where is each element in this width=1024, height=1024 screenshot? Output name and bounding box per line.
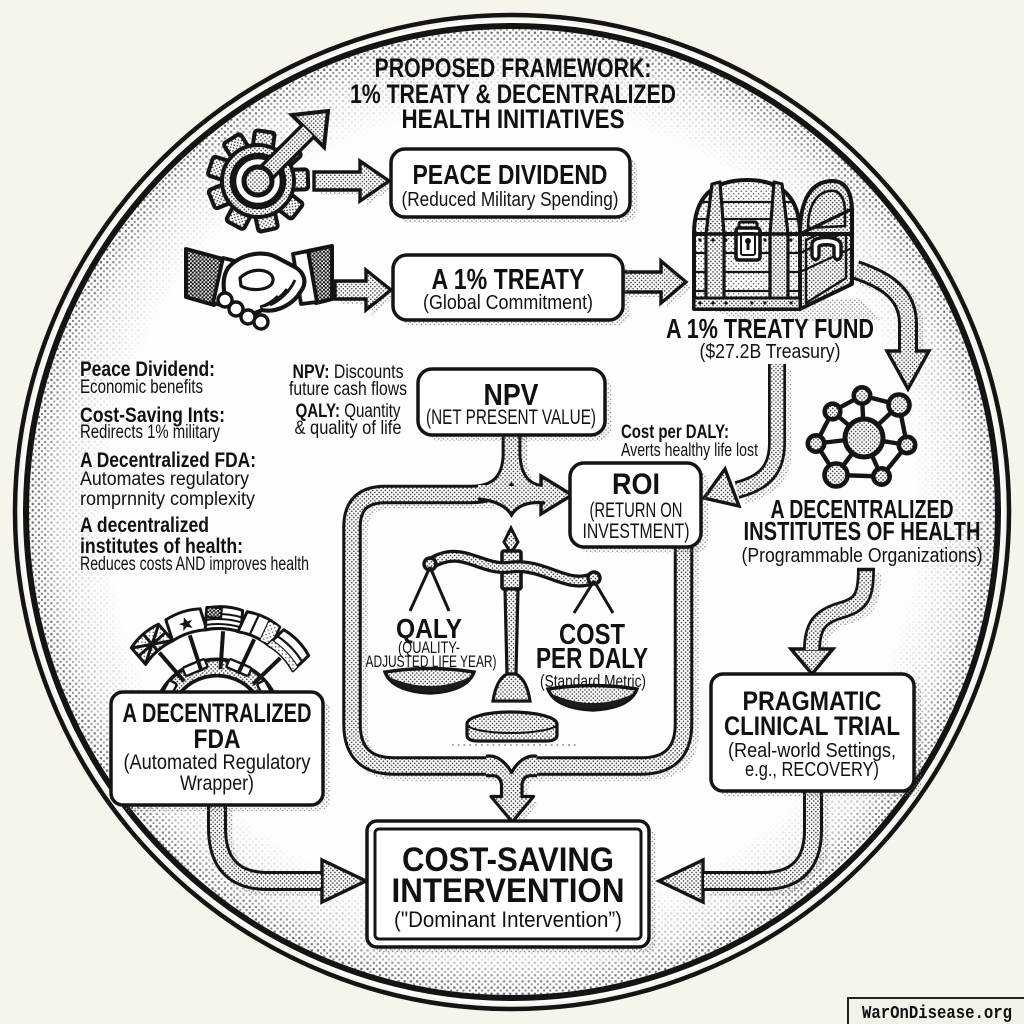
svg-text:WarOnDisease.org: WarOnDisease.org [862, 1004, 1012, 1024]
svg-text:1% TREATY & DECENTRALIZED: 1% TREATY & DECENTRALIZED [350, 79, 676, 109]
svg-text:PER DALY: PER DALY [536, 643, 648, 675]
svg-text:INVESTMENT): INVESTMENT) [583, 520, 690, 543]
svg-text:NPV: Discounts: NPV: Discounts [293, 362, 404, 383]
svg-text:(QUALITY-: (QUALITY- [398, 638, 460, 657]
svg-text:("Dominant Intervention”): ("Dominant Intervention”) [394, 907, 622, 932]
svg-text:(Programmable Organizations): (Programmable Organizations) [742, 545, 983, 567]
svg-text:COST: COST [559, 619, 625, 651]
svg-text:ROI: ROI [612, 468, 660, 501]
svg-text:(Real-world Settings,: (Real-world Settings, [728, 740, 896, 762]
svg-text:(Global Commitment): (Global Commitment) [423, 292, 593, 314]
svg-text:e.g., RECOVERY): e.g., RECOVERY) [745, 759, 879, 781]
svg-text:Reduces costs AND improves hea: Reduces costs AND improves health [80, 554, 309, 575]
svg-text:NPV: NPV [484, 377, 539, 412]
svg-text:QALY: Quantity: QALY: Quantity [296, 401, 401, 422]
svg-text:(Automated Regulatory: (Automated Regulatory [124, 751, 311, 774]
svg-text:Cost-Saving Ints:: Cost-Saving Ints: [80, 404, 225, 427]
svg-text:COST-SAVING: COST-SAVING [402, 841, 614, 879]
svg-text:romprnnity complexity: romprnnity complexity [80, 489, 255, 510]
svg-text:Automates regulatory: Automates regulatory [80, 469, 249, 490]
svg-text:FDA: FDA [194, 724, 241, 754]
svg-text:QALY: QALY [396, 613, 462, 644]
svg-text:PROPOSED FRAMEWORK:: PROPOSED FRAMEWORK: [375, 53, 652, 83]
svg-text:Redirects 1% military: Redirects 1% military [80, 422, 220, 443]
svg-text:ADJUSTED LIFE YEAR): ADJUSTED LIFE YEAR) [366, 652, 497, 671]
svg-text:Wrapper): Wrapper) [180, 772, 254, 795]
svg-text:A Decentralized FDA:: A Decentralized FDA: [80, 449, 256, 472]
svg-text:A DECENTRALIZED: A DECENTRALIZED [123, 698, 312, 728]
svg-text:HEALTH INITIATIVES: HEALTH INITIATIVES [402, 104, 625, 134]
svg-text:INSTITUTES OF HEALTH: INSTITUTES OF HEALTH [744, 516, 981, 546]
svg-text:INTERVENTION: INTERVENTION [392, 872, 625, 910]
svg-text:($27.2B Treasury): ($27.2B Treasury) [700, 341, 841, 363]
svg-text:A 1% TREATY FUND: A 1% TREATY FUND [666, 313, 874, 344]
svg-text:Peace Dividend:: Peace Dividend: [80, 358, 215, 381]
svg-text:Cost per DALY:: Cost per DALY: [621, 421, 729, 443]
svg-text:(NET PRESENT VALUE): (NET PRESENT VALUE) [426, 406, 596, 429]
svg-text:(RETURN ON: (RETURN ON [590, 499, 683, 522]
svg-text:PRAGMATIC: PRAGMATIC [743, 686, 882, 716]
svg-text:A decentralized: A decentralized [80, 514, 209, 537]
svg-text:A 1% TREATY: A 1% TREATY [432, 264, 585, 296]
svg-text:A DECENTRALIZED: A DECENTRALIZED [771, 494, 954, 524]
svg-text:institutes of health:: institutes of health: [80, 535, 243, 558]
svg-text:(Reduced Military Spending): (Reduced Military Spending) [402, 189, 619, 211]
svg-text:Averts healthy life lost: Averts healthy life lost [621, 439, 758, 460]
svg-text:Economic benefits: Economic benefits [80, 377, 203, 398]
svg-text:(Standard Metric): (Standard Metric) [540, 671, 646, 691]
svg-text:& quality of life: & quality of life [295, 418, 402, 439]
svg-text:PEACE DIVIDEND: PEACE DIVIDEND [413, 159, 608, 190]
svg-text:CLINICAL TRIAL: CLINICAL TRIAL [724, 711, 900, 741]
svg-text:future cash flows: future cash flows [289, 379, 407, 400]
